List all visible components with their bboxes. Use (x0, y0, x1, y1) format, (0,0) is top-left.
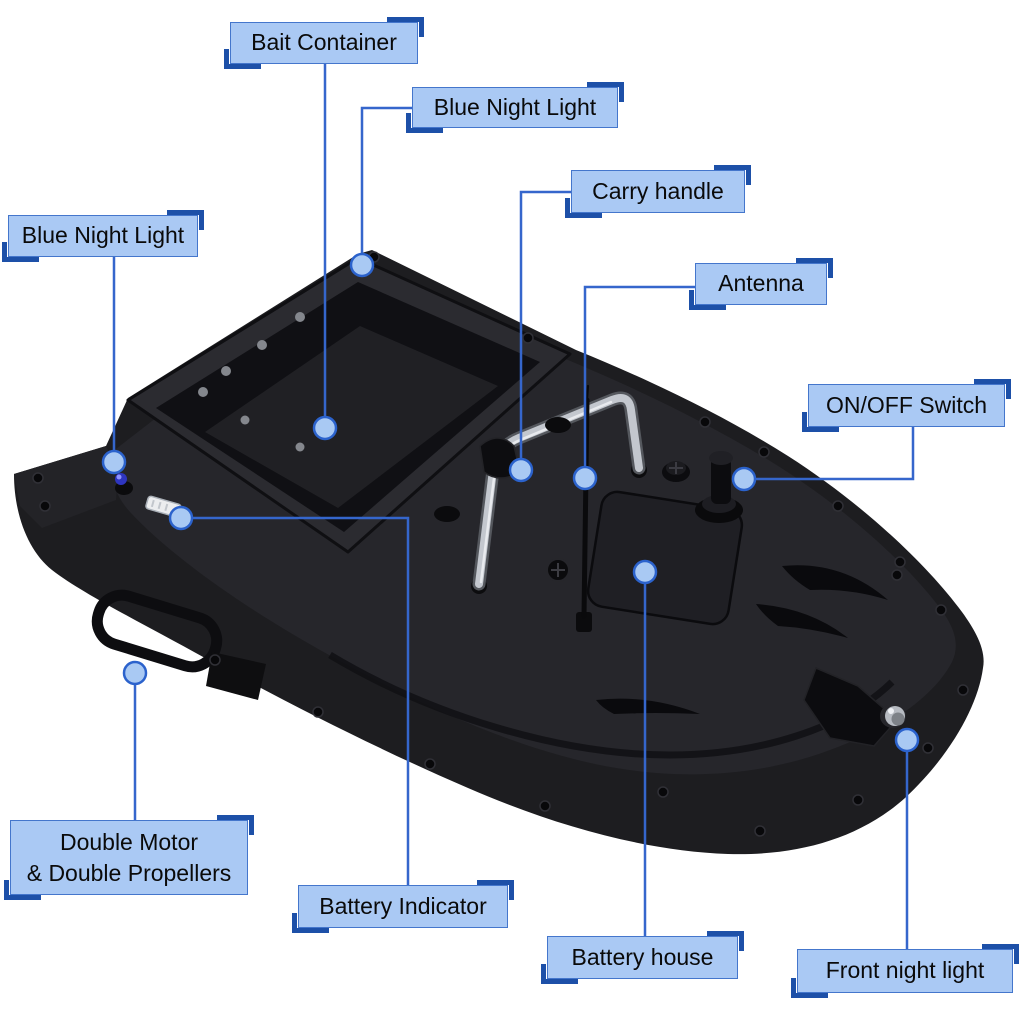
callout-label: Battery house (571, 943, 714, 970)
anchor-dot-carry-handle (508, 457, 534, 483)
leader-line-carry-handle (519, 190, 571, 470)
on-off-switch-part (695, 451, 743, 523)
callout-label: Blue Night Light (21, 222, 185, 249)
callout-battery-house: Battery house (541, 931, 744, 984)
anchor-dot-on-off-switch (731, 466, 757, 492)
anchor-dot-antenna (572, 465, 598, 491)
deck-pads (434, 417, 571, 522)
callout-label: Double Motor & Double Propellers (27, 828, 232, 888)
battery-house-panel (586, 490, 744, 626)
callout-front-night-light: Front night light (791, 944, 1019, 998)
callout-battery-indicator: Battery Indicator (292, 880, 514, 933)
callout-label: Front night light (825, 957, 985, 984)
leader-line-battery-indicator (181, 516, 410, 885)
front-night-light-part (803, 667, 906, 747)
anchor-dot-bait-container (312, 415, 338, 441)
leader-line-on-off-switch (744, 427, 915, 481)
deck-vents (596, 565, 888, 714)
anchor-dot-battery-house (632, 559, 658, 585)
callout-label-line1: Double Motor (59, 828, 199, 855)
hull-screws (32, 251, 969, 837)
anchor-dot-blue-night-light-left (101, 449, 127, 475)
anchor-dot-blue-night-light-top (349, 252, 375, 278)
callout-double-motor-propellers: Double Motor & Double Propellers (4, 815, 254, 900)
callout-label: ON/OFF Switch (825, 391, 987, 418)
callout-antenna: Antenna (689, 258, 833, 310)
callout-label: Carry handle (592, 177, 724, 204)
callout-label: Blue Night Light (433, 93, 597, 120)
callout-blue-night-light-top: Blue Night Light (406, 82, 624, 133)
callout-carry-handle: Carry handle (565, 165, 751, 218)
callout-bait-container: Bait Container (224, 17, 424, 69)
boat-illustration (14, 250, 984, 855)
callout-label: Antenna (718, 270, 804, 297)
anchor-dot-front-night-light (894, 727, 920, 753)
deck-screw (546, 558, 570, 582)
antenna-part (576, 384, 592, 632)
screw-knob (662, 461, 690, 482)
blue-night-light-part (115, 473, 133, 495)
container-screws (198, 312, 305, 452)
anchor-dot-battery-indicator (168, 505, 194, 531)
bait-container-floor (205, 326, 498, 508)
callout-label: Battery Indicator (319, 892, 487, 919)
callout-label-line2: & Double Propellers (26, 859, 232, 886)
motor-assembly (91, 589, 266, 700)
callout-label: Bait Container (251, 29, 397, 56)
leader-lines (101, 64, 920, 949)
callout-blue-night-light-left: Blue Night Light (2, 210, 204, 262)
anchor-dot-double-motor (122, 660, 148, 686)
callout-on-off-switch: ON/OFF Switch (802, 379, 1011, 432)
leader-line-antenna (583, 285, 695, 478)
leader-line-blue-night-light-top (360, 106, 412, 265)
